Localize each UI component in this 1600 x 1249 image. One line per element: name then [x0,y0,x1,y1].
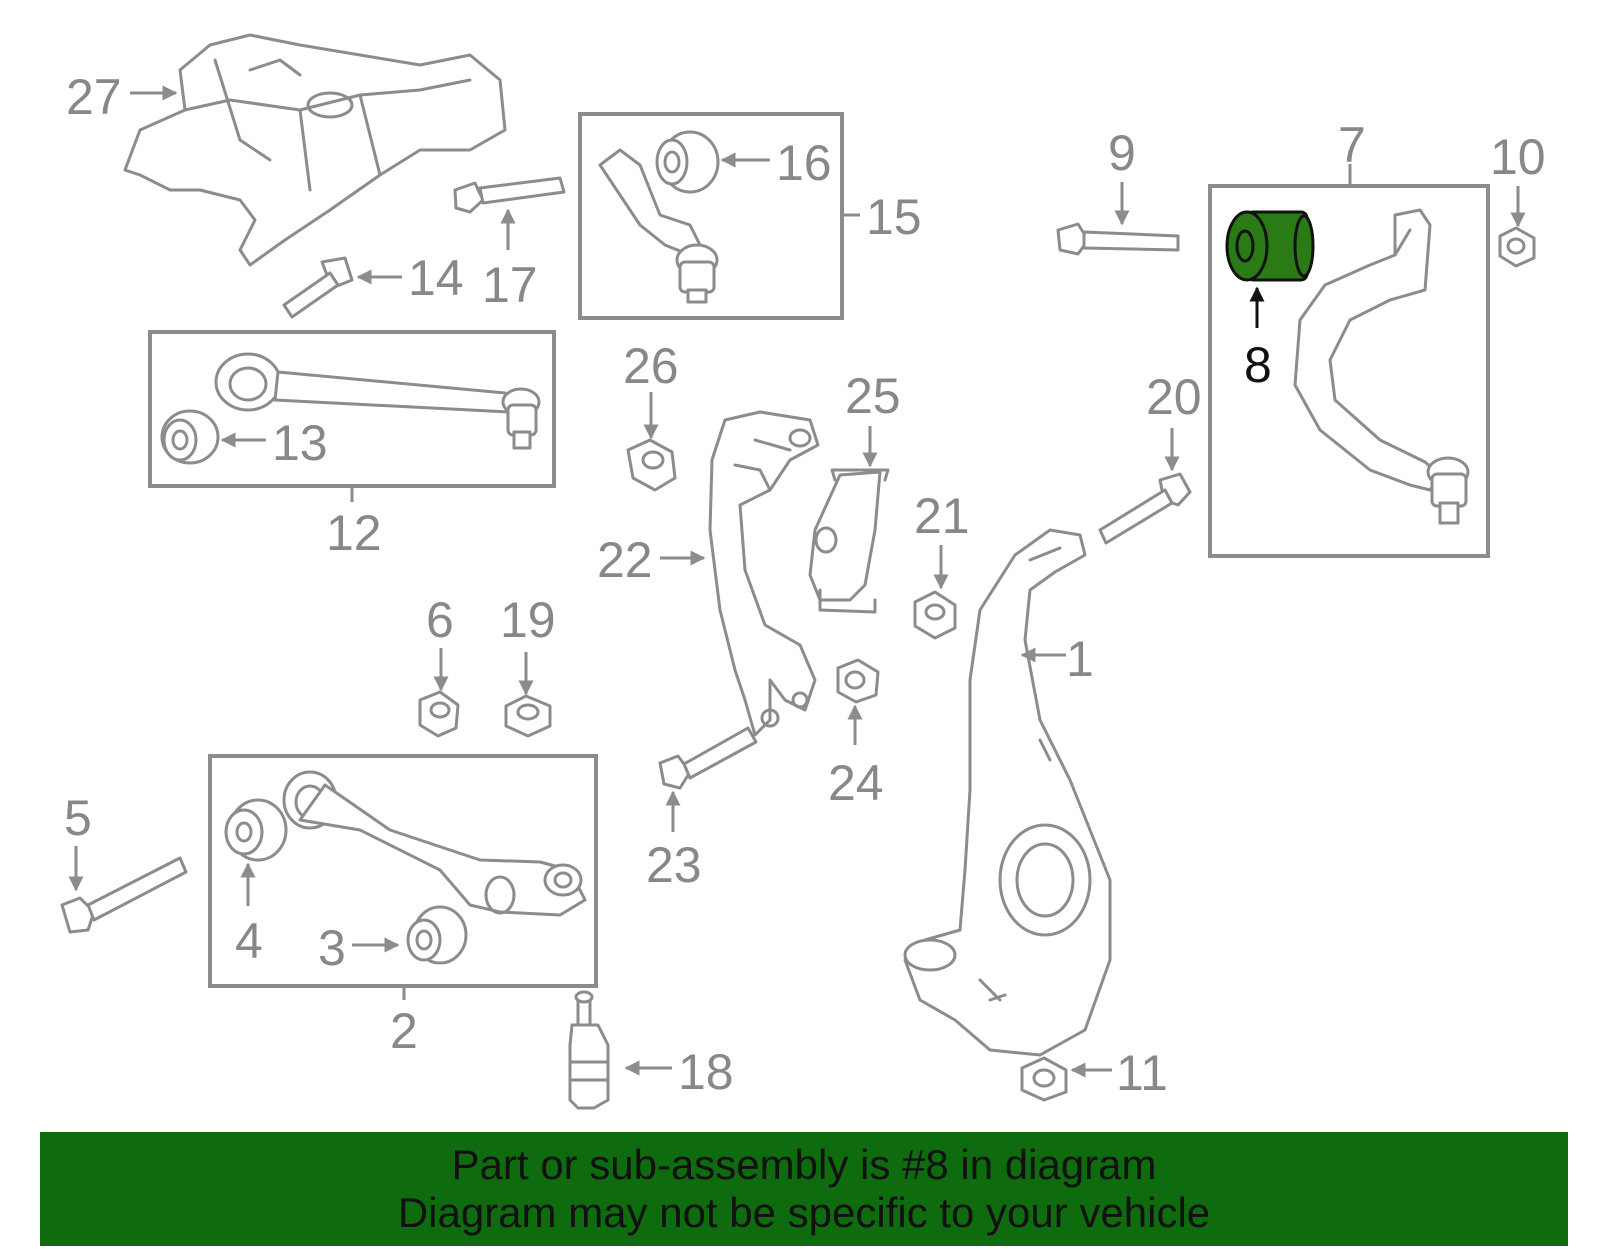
bolt-23-part [658,726,758,790]
callout-8: 8 [1244,337,1272,393]
bushing-8-highlighted-part [1225,210,1315,282]
callout-26: 26 [623,338,679,394]
arm-2-part [282,770,587,917]
subframe-part [123,33,507,267]
callout-22: 22 [597,532,653,588]
callout-1: 1 [1066,631,1094,687]
callout-4: 4 [235,913,263,969]
callout-9: 9 [1108,125,1136,181]
callout-25: 25 [845,368,901,424]
knuckle-1-part [903,528,1112,1057]
arm-12-part [214,352,541,450]
callout-6: 6 [426,592,454,648]
bolt-20-part [1098,472,1192,545]
callout-18: 18 [678,1044,734,1100]
callout-23: 23 [646,837,702,893]
bushing-13-part [160,409,220,465]
bracket-22-part [708,410,820,737]
nut-10-part [1498,226,1536,268]
callout-27: 27 [66,69,122,125]
callout-5: 5 [64,790,92,846]
info-banner: Part or sub-assembly is #8 in diagram Di… [40,1132,1568,1246]
callout-10: 10 [1490,129,1546,185]
callout-7: 7 [1338,117,1366,173]
brake-pad-25-part [808,468,890,614]
bolt-17-part [453,176,566,214]
callout-2: 2 [390,1003,418,1059]
callout-20: 20 [1146,369,1202,425]
banner-line-2: Diagram may not be specific to your vehi… [397,1189,1211,1236]
callout-16: 16 [776,135,832,191]
callout-13: 13 [272,415,328,471]
bolt-9-part [1056,222,1180,256]
callout-15: 15 [866,189,922,245]
callout-17: 17 [482,257,538,313]
callout-19: 19 [500,592,556,648]
callout-24: 24 [828,755,884,811]
callout-3: 3 [318,920,346,976]
ball-joint-18-part [568,990,610,1110]
callout-21: 21 [914,488,970,544]
nut-24-part [836,658,880,704]
callout-12: 12 [326,505,382,561]
nut-21-part [913,590,957,640]
bushing-3-part [406,905,468,965]
nut-6-part [418,690,460,738]
bolt-5-part [60,856,188,934]
arm-15-part [598,148,719,304]
bushing-16-part [655,130,720,194]
callout-14: 14 [408,250,464,306]
bushing-4-part [224,798,288,862]
nut-11-part [1020,1056,1068,1102]
nut-26-part [626,438,677,492]
bolt-14-part [282,256,354,319]
arm-7-part [1293,208,1470,525]
banner-line-1: Part or sub-assembly is #8 in diagram [451,1141,1157,1188]
nut-19-part [504,694,552,738]
callout-11: 11 [1116,1045,1168,1101]
